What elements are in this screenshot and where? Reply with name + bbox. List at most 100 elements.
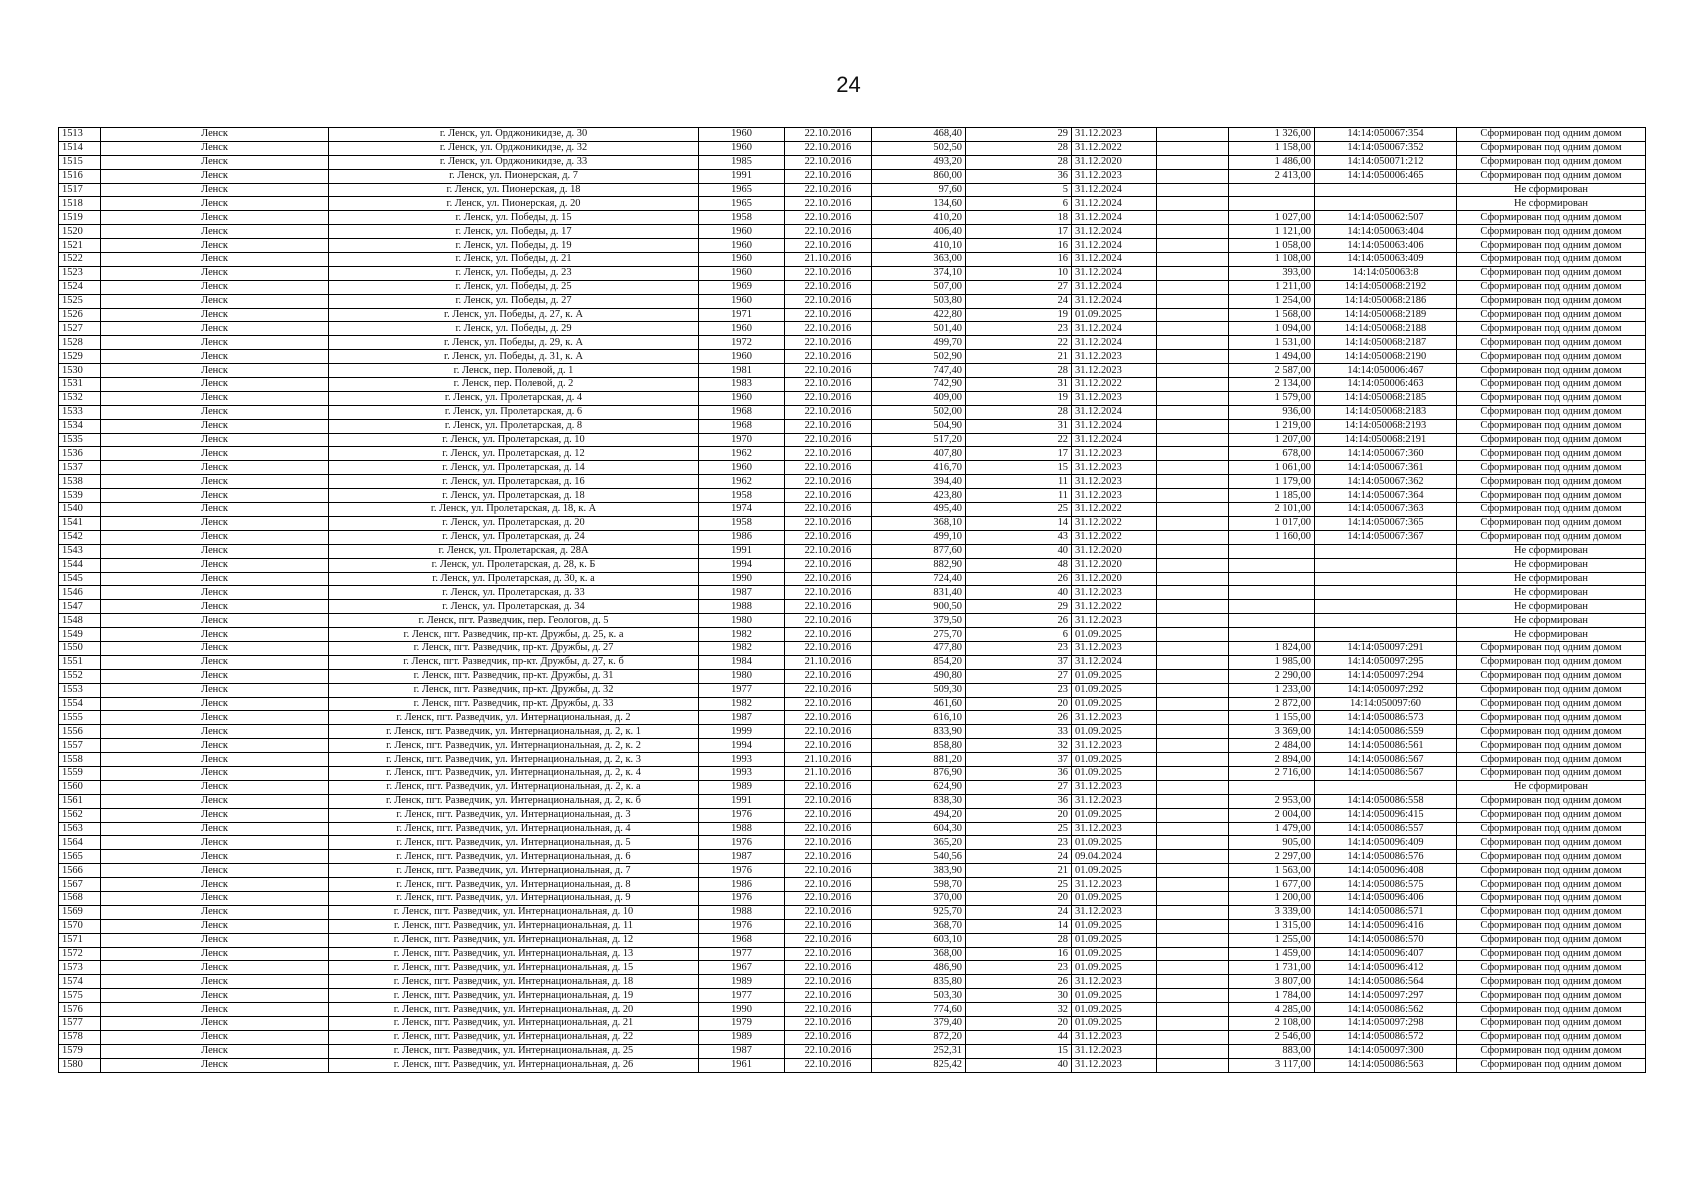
cell-cadastral-number: 14:14:050067:361 (1314, 460, 1457, 476)
cell-total-area: 494,20 (871, 807, 966, 823)
cell-row-number: 1573 (58, 960, 101, 976)
cell-land-status: Сформирован под одним домом (1456, 252, 1646, 267)
cell-locality: Ленск (100, 960, 329, 976)
cell-residents-count: 23 (965, 960, 1072, 976)
cell-repair-deadline: 31.12.2020 (1071, 557, 1157, 573)
cell-repair-deadline: 31.12.2024 (1071, 404, 1157, 420)
cell-row-number: 1548 (58, 613, 101, 629)
cell-total-area: 368,00 (871, 946, 966, 962)
cell-repair-deadline: 31.12.2020 (1071, 543, 1157, 559)
cell-residents-count: 48 (965, 557, 1072, 573)
cell-land-status: Сформирован под одним домом (1456, 835, 1646, 851)
cell-cadastral-number: 14:14:050067:362 (1314, 474, 1457, 490)
cell-residents-count: 26 (965, 974, 1072, 990)
cell-land-status: Сформирован под одним домом (1456, 238, 1646, 254)
cell-build-year: 1983 (698, 377, 785, 392)
cell-cadastral-number: 14:14:050068:2191 (1314, 432, 1457, 448)
cell-land-status: Сформирован под одним домом (1456, 724, 1646, 740)
cell-build-year: 1960 (698, 390, 785, 406)
cell-cadastral-number: 14:14:050068:2193 (1314, 418, 1457, 434)
cell-locality: Ленск (100, 529, 329, 545)
cell-build-year: 1967 (698, 960, 785, 976)
cell-reserved (1156, 377, 1229, 392)
cell-total-area: 854,20 (871, 654, 966, 670)
cell-land-status: Сформирован под одним домом (1456, 529, 1646, 545)
cell-land-status: Сформирован под одним домом (1456, 1057, 1646, 1073)
cell-build-year: 1962 (698, 446, 785, 462)
cell-address: г. Ленск, ул. Пролетарская, д. 8 (328, 418, 699, 434)
cell-survey-date: 22.10.2016 (784, 835, 872, 851)
cell-land-area: 2 894,00 (1228, 752, 1315, 767)
cell-reserved (1156, 224, 1229, 240)
cell-address: г. Ленск, ул. Победы, д. 25 (328, 279, 699, 295)
cell-locality: Ленск (100, 502, 329, 517)
cell-build-year: 1976 (698, 918, 785, 934)
cell-total-area: 877,60 (871, 543, 966, 559)
cell-repair-deadline: 31.12.2024 (1071, 252, 1157, 267)
cell-total-area: 379,40 (871, 1016, 966, 1031)
cell-land-status: Сформирован под одним домом (1456, 502, 1646, 517)
cell-cadastral-number: 14:14:050096:409 (1314, 835, 1457, 851)
cell-address: г. Ленск, ул. Победы, д. 27 (328, 293, 699, 309)
cell-locality: Ленск (100, 390, 329, 406)
cell-land-area: 2 297,00 (1228, 849, 1315, 865)
cell-cadastral-number: 14:14:050067:360 (1314, 446, 1457, 462)
cell-build-year: 1969 (698, 279, 785, 295)
cell-build-year: 1987 (698, 849, 785, 865)
cell-land-area: 1 326,00 (1228, 127, 1315, 142)
cell-land-area: 1 017,00 (1228, 515, 1315, 531)
cell-cadastral-number (1314, 182, 1457, 198)
cell-total-area: 502,90 (871, 349, 966, 365)
cell-residents-count: 27 (965, 279, 1072, 295)
cell-land-area (1228, 543, 1315, 559)
cell-cadastral-number: 14:14:050086:562 (1314, 1002, 1457, 1017)
cell-cadastral-number: 14:14:050068:2188 (1314, 321, 1457, 337)
cell-address: г. Ленск, пер. Полевой, д. 2 (328, 377, 699, 392)
cell-survey-date: 22.10.2016 (784, 571, 872, 587)
cell-total-area: 363,00 (871, 252, 966, 267)
cell-residents-count: 25 (965, 877, 1072, 892)
cell-land-status: Не сформирован (1456, 557, 1646, 573)
cell-total-area: 394,40 (871, 474, 966, 490)
cell-cadastral-number: 14:14:050097:300 (1314, 1043, 1457, 1059)
cell-address: г. Ленск, пгт. Разведчик, ул. Интернацио… (328, 1057, 699, 1073)
cell-locality: Ленск (100, 613, 329, 629)
cell-cadastral-number: 14:14:050067:352 (1314, 140, 1457, 156)
cell-survey-date: 22.10.2016 (784, 724, 872, 740)
cell-reserved (1156, 724, 1229, 740)
cell-reserved (1156, 1043, 1229, 1059)
cell-cadastral-number: 14:14:050096:407 (1314, 946, 1457, 962)
cell-land-status: Сформирован под одним домом (1456, 349, 1646, 365)
cell-cadastral-number: 14:14:050096:415 (1314, 807, 1457, 823)
cell-reserved (1156, 182, 1229, 198)
cell-locality: Ленск (100, 696, 329, 712)
cell-repair-deadline: 01.09.2025 (1071, 682, 1157, 698)
cell-build-year: 1986 (698, 529, 785, 545)
cell-land-status: Не сформирован (1456, 571, 1646, 587)
cell-locality: Ленск (100, 640, 329, 656)
cell-build-year: 1990 (698, 571, 785, 587)
cell-survey-date: 22.10.2016 (784, 696, 872, 712)
cell-build-year: 1990 (698, 1002, 785, 1017)
cell-repair-deadline: 01.09.2025 (1071, 835, 1157, 851)
cell-residents-count: 37 (965, 654, 1072, 670)
cell-reserved (1156, 640, 1229, 656)
cell-land-area: 2 101,00 (1228, 502, 1315, 517)
cell-land-area: 905,00 (1228, 835, 1315, 851)
cell-reserved (1156, 585, 1229, 601)
cell-total-area: 747,40 (871, 363, 966, 379)
cell-survey-date: 22.10.2016 (784, 349, 872, 365)
cell-land-area: 1 985,00 (1228, 654, 1315, 670)
cell-survey-date: 22.10.2016 (784, 154, 872, 170)
cell-residents-count: 32 (965, 1002, 1072, 1017)
cell-cadastral-number (1314, 627, 1457, 642)
cell-address: г. Ленск, пгт. Разведчик, ул. Интернацио… (328, 988, 699, 1004)
cell-address: г. Ленск, пгт. Разведчик, ул. Интернацио… (328, 849, 699, 865)
